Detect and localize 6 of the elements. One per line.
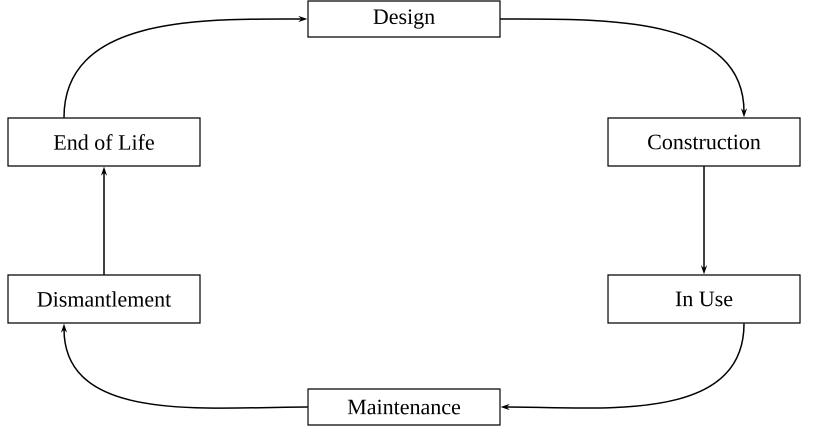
process-box: End of Life: [7, 117, 201, 167]
process-box: Dismantlement: [7, 274, 201, 324]
process-box: Design: [307, 0, 501, 38]
process-box: In Use: [607, 274, 801, 324]
process-box: Maintenance: [307, 388, 501, 426]
process-box: Construction: [607, 117, 801, 167]
